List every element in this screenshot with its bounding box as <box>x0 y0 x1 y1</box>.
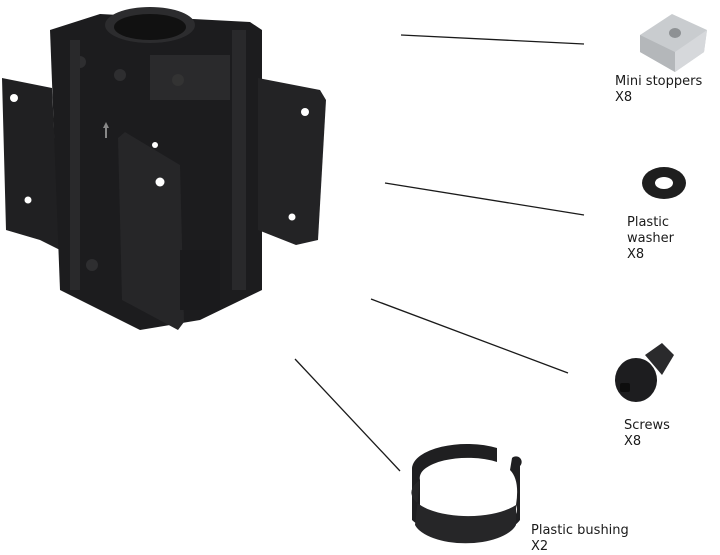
leader-line-bushing <box>294 358 401 472</box>
leader-line-stoppers <box>400 34 585 45</box>
leader-line-washer <box>384 182 585 216</box>
screw-image <box>615 343 674 402</box>
part-label-plastic-washer: Plastic washer X8 <box>627 215 720 263</box>
bracket-image <box>2 7 326 330</box>
leader-line-screws <box>370 298 569 374</box>
part-quantity: X8 <box>615 90 633 105</box>
part-name: Plastic washer <box>627 215 674 246</box>
leader-lines <box>294 34 585 472</box>
part-name: Screws <box>624 418 670 433</box>
part-quantity: X2 <box>531 539 549 554</box>
plastic-washer-image <box>642 167 686 199</box>
part-quantity: X8 <box>627 247 645 262</box>
plastic-bushing-image <box>411 443 522 544</box>
part-name: Mini stoppers <box>615 74 703 89</box>
mini-stopper-image <box>640 14 707 72</box>
part-quantity: X8 <box>624 434 642 449</box>
part-label-mini-stoppers: Mini stoppers X8 <box>615 74 702 106</box>
part-name: Plastic bushing <box>531 523 629 538</box>
part-label-screws: Screws X8 <box>624 418 670 450</box>
part-label-plastic-bushing: Plastic bushing X2 <box>531 523 629 555</box>
